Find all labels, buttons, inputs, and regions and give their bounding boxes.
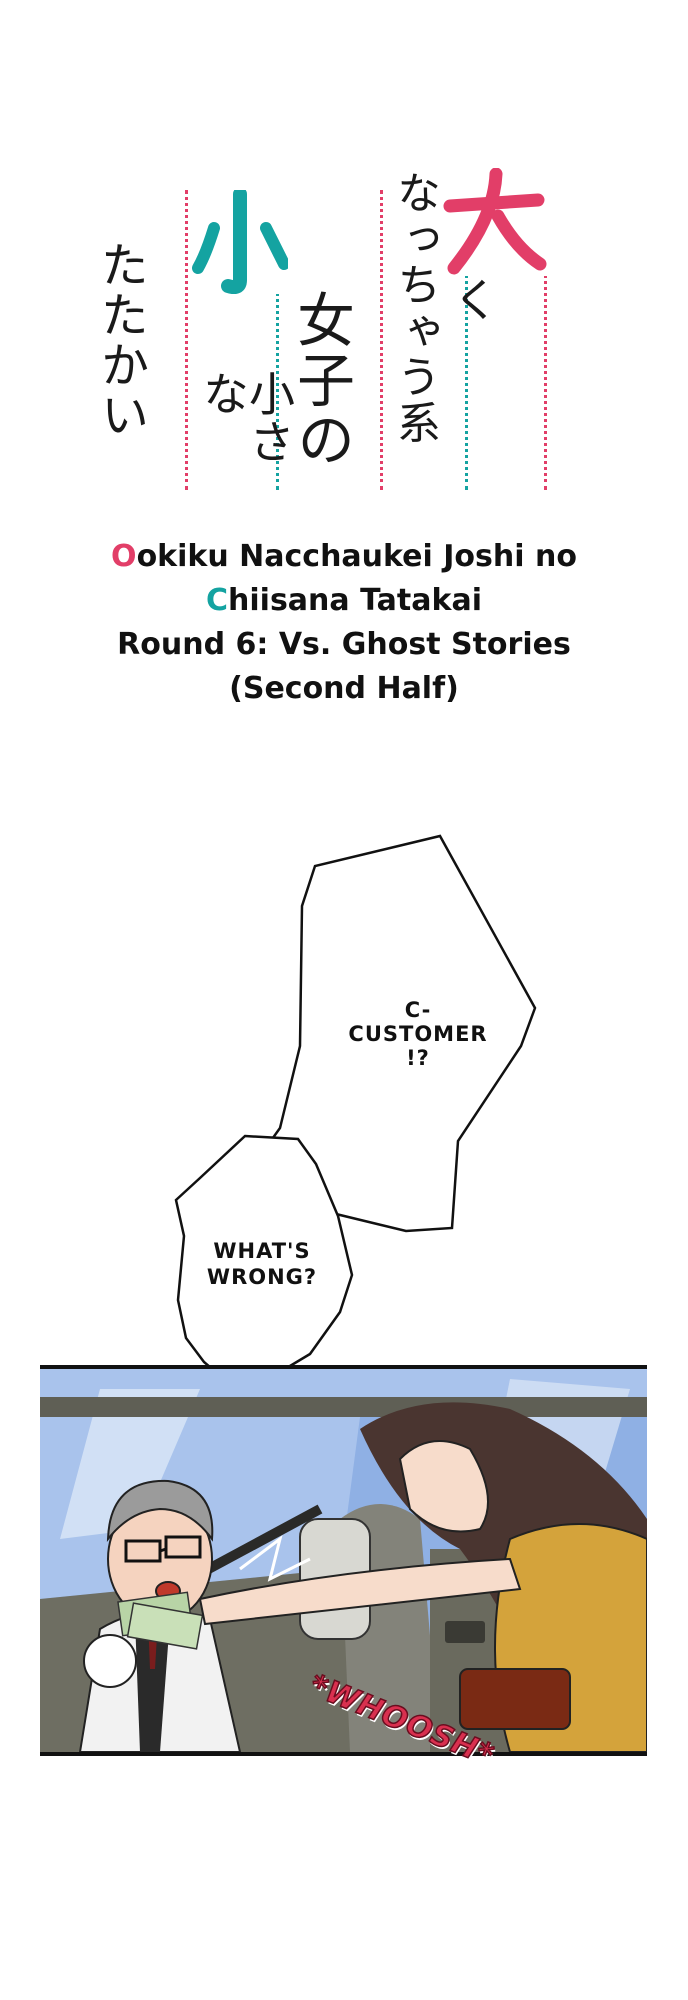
speech-line: CUSTOMER [348, 1022, 488, 1046]
title-line-1: Ookiku Nacchaukei Joshi no [0, 535, 688, 579]
logo-dotted-line [465, 190, 468, 490]
logo-dotted-line [276, 190, 279, 490]
logo-text: 女子の [287, 290, 355, 470]
title-text: hiisana Tatakai [228, 583, 482, 618]
title-initial-pink: O [111, 539, 137, 574]
logo-dotted-line [544, 190, 547, 490]
series-logo: 大きく なっちゃう系 女子の 小さな [80, 167, 620, 510]
driver-figure [78, 1479, 242, 1752]
comic-panel [40, 1365, 647, 1756]
logo-text: 小さな [196, 370, 296, 466]
logo-column-3: 女子の [287, 290, 355, 470]
big-kanji-icon [440, 167, 548, 276]
logo-column-2: なっちゃう系 [389, 170, 440, 446]
logo-small-kanji-mark [192, 187, 290, 295]
title-initial-teal: C [205, 583, 229, 618]
logo-text: たたかい [92, 240, 148, 440]
small-kanji-icon [192, 187, 290, 295]
logo-column-5: たたかい [92, 240, 148, 440]
speech-line: !? [406, 1046, 430, 1070]
logo-text: なっちゃう系 [389, 170, 440, 446]
speech-text-whats-wrong: WHAT'S WRONG? [184, 1238, 340, 1290]
title-line-3: Round 6: Vs. Ghost Stories [117, 627, 571, 662]
woman-figure [198, 1402, 647, 1752]
logo-big-kanji-mark [440, 167, 548, 276]
chapter-title: Ookiku Nacchaukei Joshi no Chiisana Tata… [0, 535, 688, 711]
panel-artwork [40, 1369, 647, 1752]
money-bills [117, 1591, 204, 1650]
title-line-4: (Second Half) [229, 671, 459, 706]
logo-dotted-line [380, 190, 383, 490]
title-line-2: Chiisana Tatakai [0, 579, 688, 623]
speech-text-customer: C- CUSTOMER !? [320, 998, 516, 1070]
speech-line: C- [404, 998, 432, 1022]
logo-column-4: 小さな [196, 274, 296, 510]
speech-line: WHAT'S [213, 1239, 311, 1263]
title-text: okiku Nacchaukei Joshi no [136, 539, 577, 574]
logo-dotted-line [185, 190, 188, 490]
speech-line: WRONG? [206, 1265, 318, 1289]
